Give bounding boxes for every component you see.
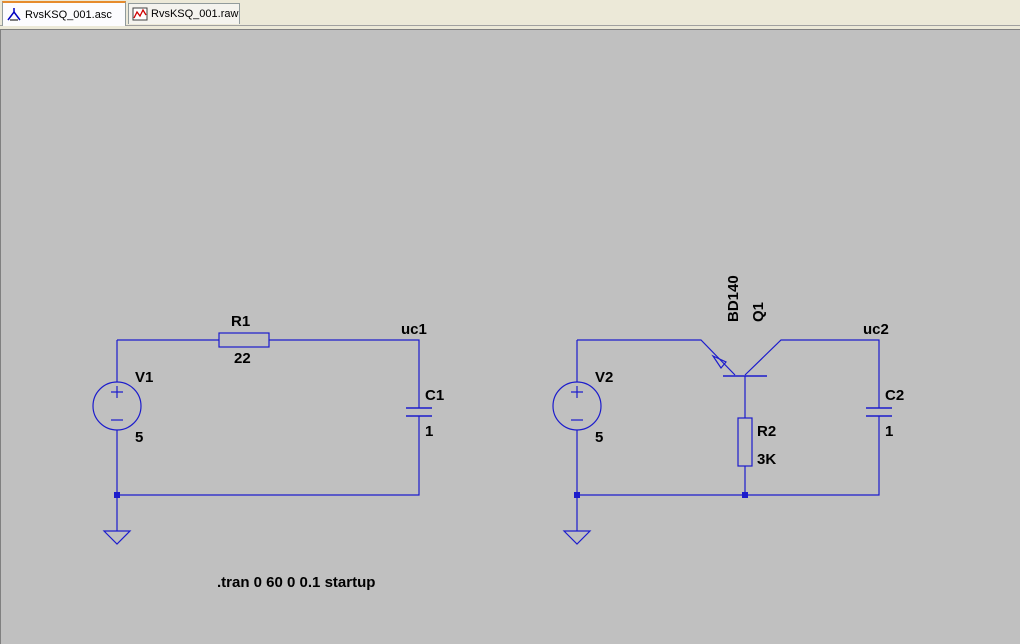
wire[interactable] (116, 339, 420, 531)
schematic-drawing[interactable]: V1 5 R1 22 C1 1 uc1 (1, 30, 1019, 644)
resistor-value-label: 3K (757, 451, 776, 468)
net-label[interactable]: uc2 (863, 321, 889, 338)
spice-directive[interactable]: .tran 0 60 0 0.1 startup (217, 574, 375, 591)
capacitor-c1[interactable] (406, 407, 432, 417)
tab-waveform-raw[interactable]: RvsKSQ_001.raw (128, 3, 240, 24)
resistor-name-label: R2 (757, 423, 776, 440)
circuit-2: V2 5 BD140 Q1 R2 3K C2 1 uc2 (552, 275, 904, 545)
tab-strip-border (0, 26, 1020, 30)
net-label[interactable]: uc1 (401, 321, 427, 338)
source-name-label: V2 (595, 369, 613, 386)
capacitor-value-label: 1 (425, 423, 433, 440)
ground-symbol[interactable] (102, 530, 132, 545)
resistor-r2[interactable] (737, 417, 753, 467)
capacitor-value-label: 1 (885, 423, 893, 440)
junction-dot (742, 492, 748, 498)
capacitor-c2[interactable] (866, 407, 892, 417)
source-name-label: V1 (135, 369, 153, 386)
voltage-source-v2[interactable] (552, 381, 602, 431)
transistor-name-label: Q1 (750, 302, 767, 322)
transistor-q1[interactable] (711, 354, 767, 377)
capacitor-name-label: C2 (885, 387, 904, 404)
schematic-canvas[interactable]: V1 5 R1 22 C1 1 uc1 (0, 30, 1020, 644)
tab-schematic-asc[interactable]: RvsKSQ_001.asc (2, 1, 126, 26)
circuit-1: V1 5 R1 22 C1 1 uc1 (92, 313, 444, 545)
ground-symbol[interactable] (562, 530, 592, 545)
source-value-label: 5 (135, 429, 143, 446)
document-tab-bar: RvsKSQ_001.asc RvsKSQ_001.raw (0, 0, 1020, 26)
transistor-model-label: BD140 (725, 275, 742, 322)
junction-dot (114, 492, 120, 498)
resistor-r1[interactable] (218, 332, 270, 348)
wire[interactable] (576, 339, 880, 531)
waveform-icon (132, 7, 148, 21)
tab-label: RvsKSQ_001.raw (151, 8, 239, 20)
tab-label: RvsKSQ_001.asc (25, 8, 112, 21)
schematic-icon (7, 7, 21, 20)
junction-dot (574, 492, 580, 498)
capacitor-name-label: C1 (425, 387, 444, 404)
resistor-value-label: 22 (234, 350, 251, 367)
source-value-label: 5 (595, 429, 603, 446)
resistor-name-label: R1 (231, 313, 250, 330)
voltage-source-v1[interactable] (92, 381, 142, 431)
